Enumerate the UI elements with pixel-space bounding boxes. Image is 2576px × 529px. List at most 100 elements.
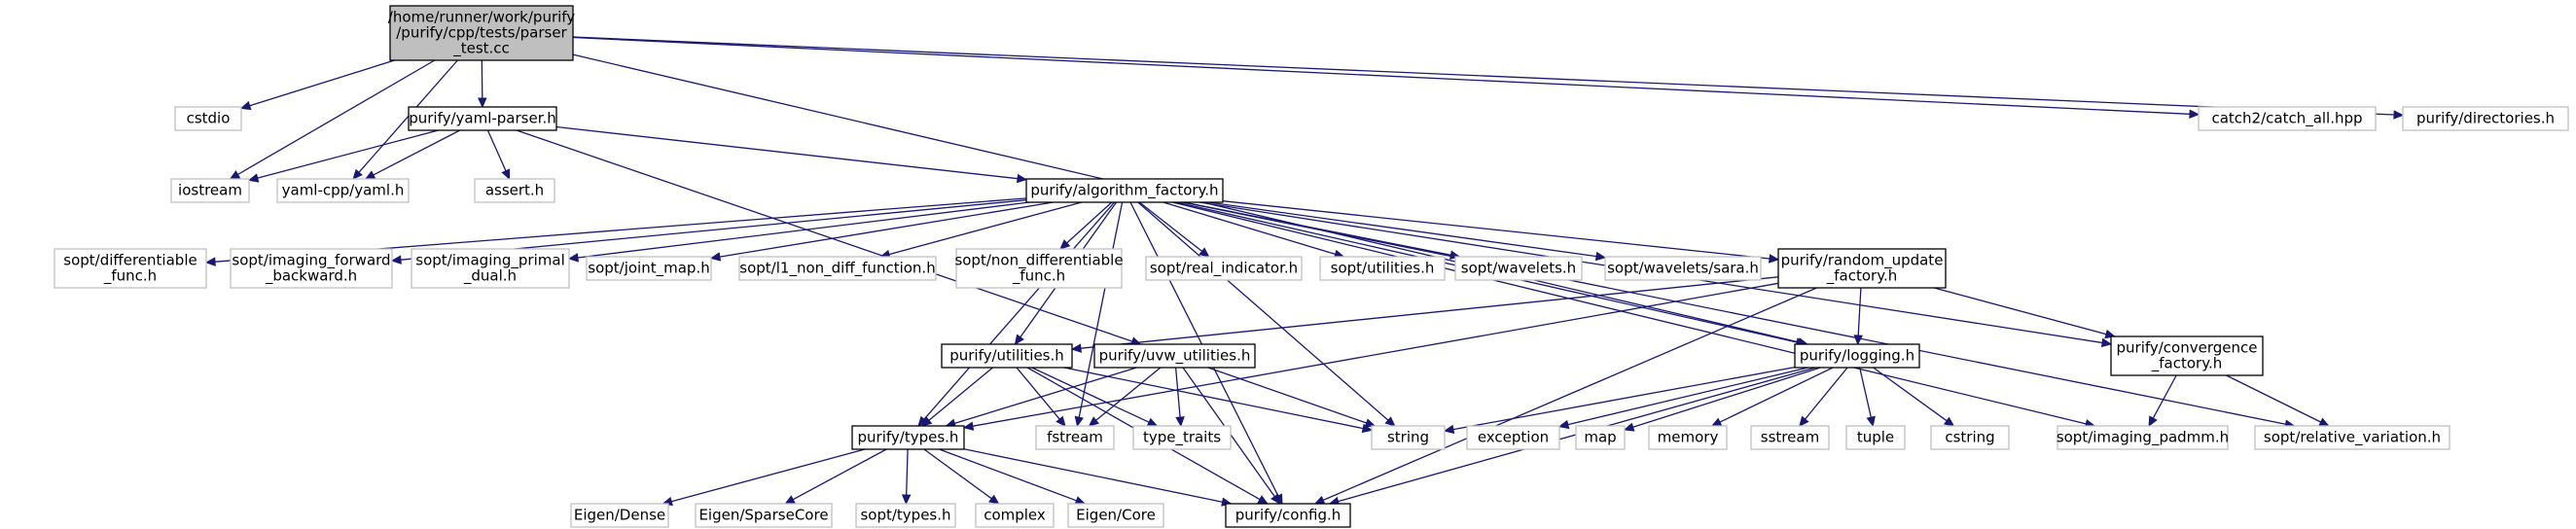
node-label: Eigen/SparseCore [698, 507, 828, 524]
node-label: sopt/relative_variation.h [2264, 429, 2441, 447]
node-yaml-parser[interactable]: purify/yaml-parser.h [408, 106, 557, 131]
node-sstream: sstream [1750, 425, 1830, 450]
edge-uvw_utilities-to-type_traits [1174, 367, 1185, 428]
edge-arrowhead [1017, 173, 1028, 184]
edge-arrowhead [962, 421, 975, 431]
edge-line [1207, 367, 1367, 424]
edge-line [1078, 201, 1124, 418]
edge-root-to-yaml_parser [478, 59, 487, 109]
edge-algorithm_factory-to-sopt_wavelets_sara [1208, 201, 1607, 262]
edge-arrowhead [1074, 415, 1084, 428]
edge-line [1031, 367, 1150, 423]
node-logging[interactable]: purify/logging.h [1794, 343, 1920, 369]
node-box [851, 425, 965, 450]
edge-root-to-directories [572, 36, 2405, 120]
node-exception: exception [1466, 425, 1560, 450]
edge-line [257, 129, 439, 179]
node-label: fstream [1047, 429, 1103, 446]
node-eigen-sparsecore: Eigen/SparseCore [695, 503, 833, 528]
node-box [474, 178, 555, 203]
node-label: Eigen/Dense [574, 507, 665, 524]
node-eigen-dense: Eigen/Dense [570, 503, 669, 528]
node-sopt-joint-map: sopt/joint_map.h [586, 256, 712, 281]
node-root: /home/runner/work/purify/purify/cpp/test… [388, 5, 576, 61]
node-sopt-relative-variation: sopt/relative_variation.h [2254, 425, 2451, 450]
node-label: sopt/non_differentiable [954, 252, 1123, 270]
edge-line [1805, 367, 1848, 420]
edge-yaml_parser-to-iostream [247, 129, 439, 183]
node-assert: assert.h [474, 178, 555, 203]
edge-arrowhead [352, 168, 363, 180]
node-config[interactable]: purify/config.h [1225, 503, 1351, 528]
node-label: /home/runner/work/purify [388, 9, 576, 26]
edge-arrowhead [247, 173, 260, 183]
node-box [1750, 425, 1830, 450]
edge-logging-to-tuple [1859, 367, 1876, 428]
edge-line [237, 59, 436, 176]
edge-line [249, 59, 395, 107]
node-label: iostream [178, 182, 242, 199]
edge-line [1063, 367, 1364, 430]
node-random-update[interactable]: purify/random_update_factory.h [1777, 248, 1947, 289]
node-sopt-imaging-padmm: sopt/imaging_padmm.h [2057, 425, 2229, 450]
edge-arrowhead [1710, 417, 1723, 427]
node-box [2198, 106, 2377, 131]
node-map: map [1575, 425, 1626, 450]
edge-line [954, 367, 1137, 425]
node-sopt-differentiable: sopt/differentiable_func.h [54, 248, 207, 289]
edge-root-to-catch2 [572, 36, 2200, 120]
node-label: purify/uvw_utilities.h [1099, 347, 1251, 366]
edge-arrowhead [1257, 495, 1269, 505]
edge-line [486, 129, 507, 172]
node-sopt-types: sopt/types.h [855, 503, 956, 528]
node-label: sopt/l1_non_diff_function.h [739, 260, 935, 278]
edge-arrowhead [229, 170, 241, 180]
node-label: assert.h [485, 182, 544, 199]
edge-arrowhead [1175, 416, 1185, 428]
edge-arrowhead [1943, 416, 1955, 427]
edge-line [792, 448, 887, 501]
node-catch2: catch2/catch_all.hpp [2198, 106, 2377, 131]
edge-line [516, 129, 1133, 342]
edge-line [572, 36, 2395, 116]
node-label: sopt/utilities.h [1331, 260, 1435, 277]
node-box [1067, 503, 1164, 528]
node-convergence[interactable]: purify/convergence_factory.h [2110, 335, 2264, 376]
node-label: _factory.h [1826, 267, 1897, 286]
edge-logging-to-map [1623, 367, 1821, 432]
node-box [1093, 343, 1256, 369]
node-types[interactable]: purify/types.h [851, 425, 965, 450]
edge-arrowhead [1557, 419, 1570, 430]
edge-line [906, 448, 909, 496]
edge-random_update-to-logging [1853, 287, 1863, 346]
node-box [975, 503, 1055, 528]
edge-arrowhead [709, 252, 722, 262]
edge-line [1016, 367, 1060, 420]
edge-arrowhead [1059, 239, 1071, 250]
node-sopt-imaging-primal: sopt/imaging_primal_dual.h [411, 248, 570, 289]
edge-arrowhead [1313, 495, 1326, 505]
node-utilities[interactable]: purify/utilities.h [941, 343, 1073, 369]
node-algorithm-factory[interactable]: purify/algorithm_factory.h [1025, 178, 1224, 203]
edge-random_update-to-utilities [1070, 276, 1779, 353]
node-sopt-wavelets-sara: sopt/wavelets/sara.h [1604, 256, 1762, 281]
edge-line [928, 367, 993, 421]
node-label: _backward.h [265, 267, 357, 286]
node-box [1930, 425, 2010, 450]
node-layer: /home/runner/work/purify/purify/cpp/test… [54, 5, 2569, 528]
node-box [174, 106, 242, 131]
edge-arrowhead [1014, 334, 1024, 346]
node-box [2402, 106, 2569, 131]
edge-convergence-to-sopt_imaging_padmm [2148, 374, 2177, 428]
edge-arrowhead [364, 170, 376, 180]
edge-line [1222, 200, 1771, 260]
node-uvw-utilities[interactable]: purify/uvw_utilities.h [1093, 343, 1256, 369]
edge-arrowhead [1055, 415, 1066, 427]
node-label: _test.cc [452, 40, 510, 58]
edge-line [1719, 367, 1834, 423]
edge-line [1163, 201, 1336, 256]
node-label: purify/logging.h [1800, 347, 1914, 365]
node-label: map [1584, 429, 1616, 446]
node-label: sopt/wavelets/sara.h [1607, 260, 1759, 277]
edge-uvw_utilities-to-types [945, 367, 1137, 428]
